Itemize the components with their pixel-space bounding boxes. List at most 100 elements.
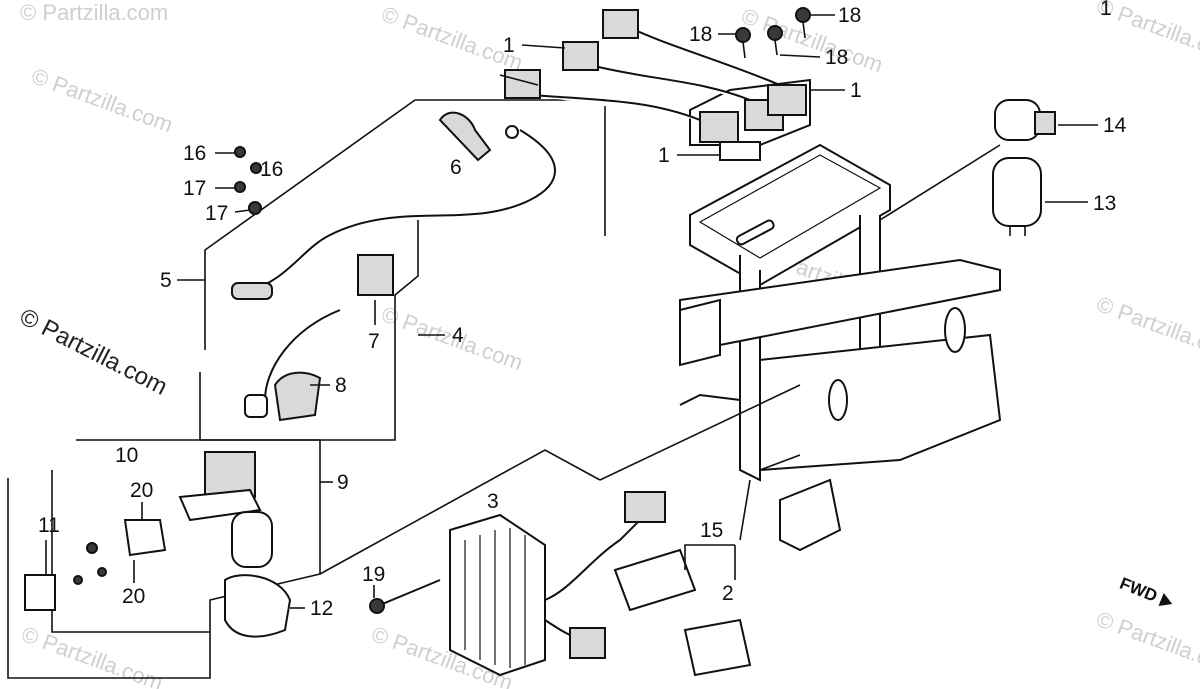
watermark-main-text: © Partzilla.com <box>15 303 171 400</box>
frame-top-plate-rim <box>698 154 882 259</box>
nut-icon <box>234 146 246 158</box>
leader-line <box>739 479 751 541</box>
watermark-text: © Partzilla.com <box>1093 606 1200 680</box>
callout-label: 10 <box>115 444 138 467</box>
callout-label: 17 <box>205 202 228 225</box>
bolt-shank <box>802 21 806 39</box>
electrical-components-13-14 <box>992 99 1056 236</box>
arrow-right-icon <box>1158 593 1173 606</box>
callout-tick <box>779 54 821 58</box>
watermark-text: © Partzilla.com <box>1093 291 1200 365</box>
relay-mount-plate <box>719 141 761 161</box>
group-outlines <box>7 99 606 679</box>
flasher-relay <box>994 99 1041 141</box>
callout-label: 9 <box>337 471 349 494</box>
frame-rubber-mount <box>944 307 966 353</box>
nuts-16-17 <box>234 146 262 215</box>
bolt-icon <box>369 598 385 614</box>
leader-line <box>879 144 1001 221</box>
relay-cover <box>224 574 292 638</box>
callout-label: 11 <box>38 514 60 537</box>
regulator-wire <box>544 519 641 601</box>
callout-label: 20 <box>130 479 153 502</box>
regulator-connector <box>569 627 606 659</box>
terminal-boot <box>273 371 322 422</box>
bolt-icon <box>735 27 751 43</box>
screw-icon <box>73 575 83 585</box>
cable-assembly <box>231 111 556 300</box>
relay-connector <box>562 41 599 71</box>
group-box-4 <box>199 220 419 441</box>
relay-wire <box>529 94 701 121</box>
callout-label: 18 <box>838 4 861 27</box>
callout-label: 2 <box>722 582 734 605</box>
screw-icon <box>97 567 107 577</box>
relay-wire <box>634 29 781 86</box>
fwd-label: FWD <box>1117 574 1160 606</box>
nut-icon <box>248 201 262 215</box>
callout-label: 14 <box>1103 114 1127 137</box>
screw-icon <box>86 542 98 554</box>
frame-side-plate <box>679 298 721 367</box>
group-link-line <box>319 449 601 575</box>
starter-switch <box>357 254 394 296</box>
main-frame-bracket <box>679 143 1002 552</box>
regulator-body <box>449 513 546 677</box>
callout-label: 1 <box>658 144 670 167</box>
bolt-shank <box>742 41 746 59</box>
relay-wire <box>589 64 751 101</box>
regulator-rectifier <box>369 491 666 677</box>
callout-tick <box>684 544 735 570</box>
bolt-19 <box>379 579 441 606</box>
frame-top-plate <box>689 143 891 287</box>
callout-tick <box>521 44 566 49</box>
frame-side-tab <box>679 393 741 406</box>
forward-direction-marker: FWD <box>1117 574 1173 606</box>
callout-label: 17 <box>183 177 206 200</box>
group-box-9 <box>7 439 321 679</box>
callout-label: 8 <box>335 374 347 397</box>
callout-tick <box>234 209 251 213</box>
bolt-icon <box>795 7 811 23</box>
nut-icon <box>250 162 262 174</box>
frame-rubber-mount <box>828 379 848 421</box>
frame-lower-cage <box>759 333 1002 472</box>
leader-line <box>599 384 801 481</box>
leader-lines <box>499 74 1001 541</box>
callout-label: 3 <box>487 490 499 513</box>
flasher-mount <box>1034 111 1056 135</box>
callout-label: 19 <box>362 563 385 586</box>
terminal-cover <box>438 111 492 162</box>
callout-label: 1 <box>1100 0 1112 20</box>
callout-label: 4 <box>452 324 464 347</box>
group-box-10 <box>51 470 210 633</box>
callout-label: 1 <box>503 34 515 57</box>
callout-label: 1 <box>850 79 862 102</box>
group-box-5 <box>204 99 606 350</box>
callout-label: 12 <box>310 597 333 620</box>
relay-connector <box>602 9 639 39</box>
callout-label: 7 <box>368 330 380 353</box>
relay-unit <box>699 111 739 143</box>
relay-contact-plate <box>123 519 167 557</box>
watermark-text: © Partzilla.com <box>20 0 168 25</box>
cable-eyelet <box>244 394 268 418</box>
fuse-box-parts <box>613 548 752 677</box>
watermark-text: © Partzilla.com <box>28 63 176 137</box>
frame-slot <box>735 219 775 246</box>
frame-detail-line <box>739 454 801 482</box>
callout-label: 5 <box>160 269 172 292</box>
callout-label: 20 <box>122 585 145 608</box>
fuse-holder <box>613 548 697 612</box>
turn-signal-relay <box>992 157 1042 227</box>
callout-label: 18 <box>825 46 848 69</box>
ring-terminal <box>505 125 519 139</box>
cable-terminal <box>231 282 273 300</box>
callout-labels: 1 1 1 1 2 3 4 5 6 7 8 9 10 11 12 13 14 1… <box>38 0 1127 620</box>
starter-relay-group <box>24 451 292 638</box>
relay-label-plate <box>24 574 56 611</box>
battery-cable <box>239 129 556 296</box>
fuse-box-cover <box>683 618 752 677</box>
bolts-18 <box>735 7 811 59</box>
